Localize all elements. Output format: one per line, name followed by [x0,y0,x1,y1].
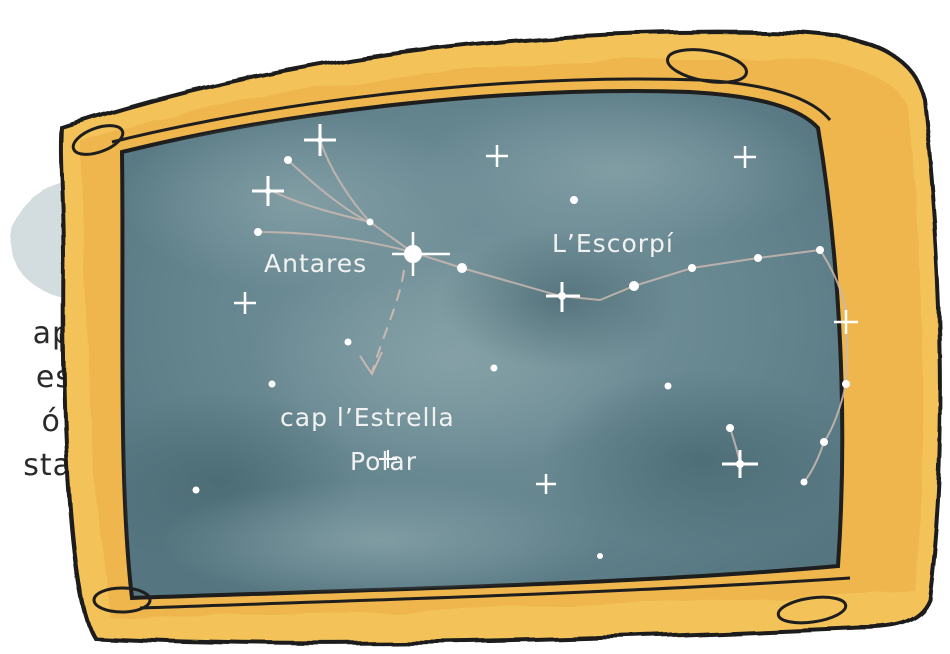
label-polar-line2: Polar [350,447,417,476]
label-escorpi: L’Escorpí [552,229,674,258]
night-sky [80,90,860,600]
label-antares: Antares [264,249,367,278]
label-polar-line1: cap l’Estrella [280,403,455,432]
